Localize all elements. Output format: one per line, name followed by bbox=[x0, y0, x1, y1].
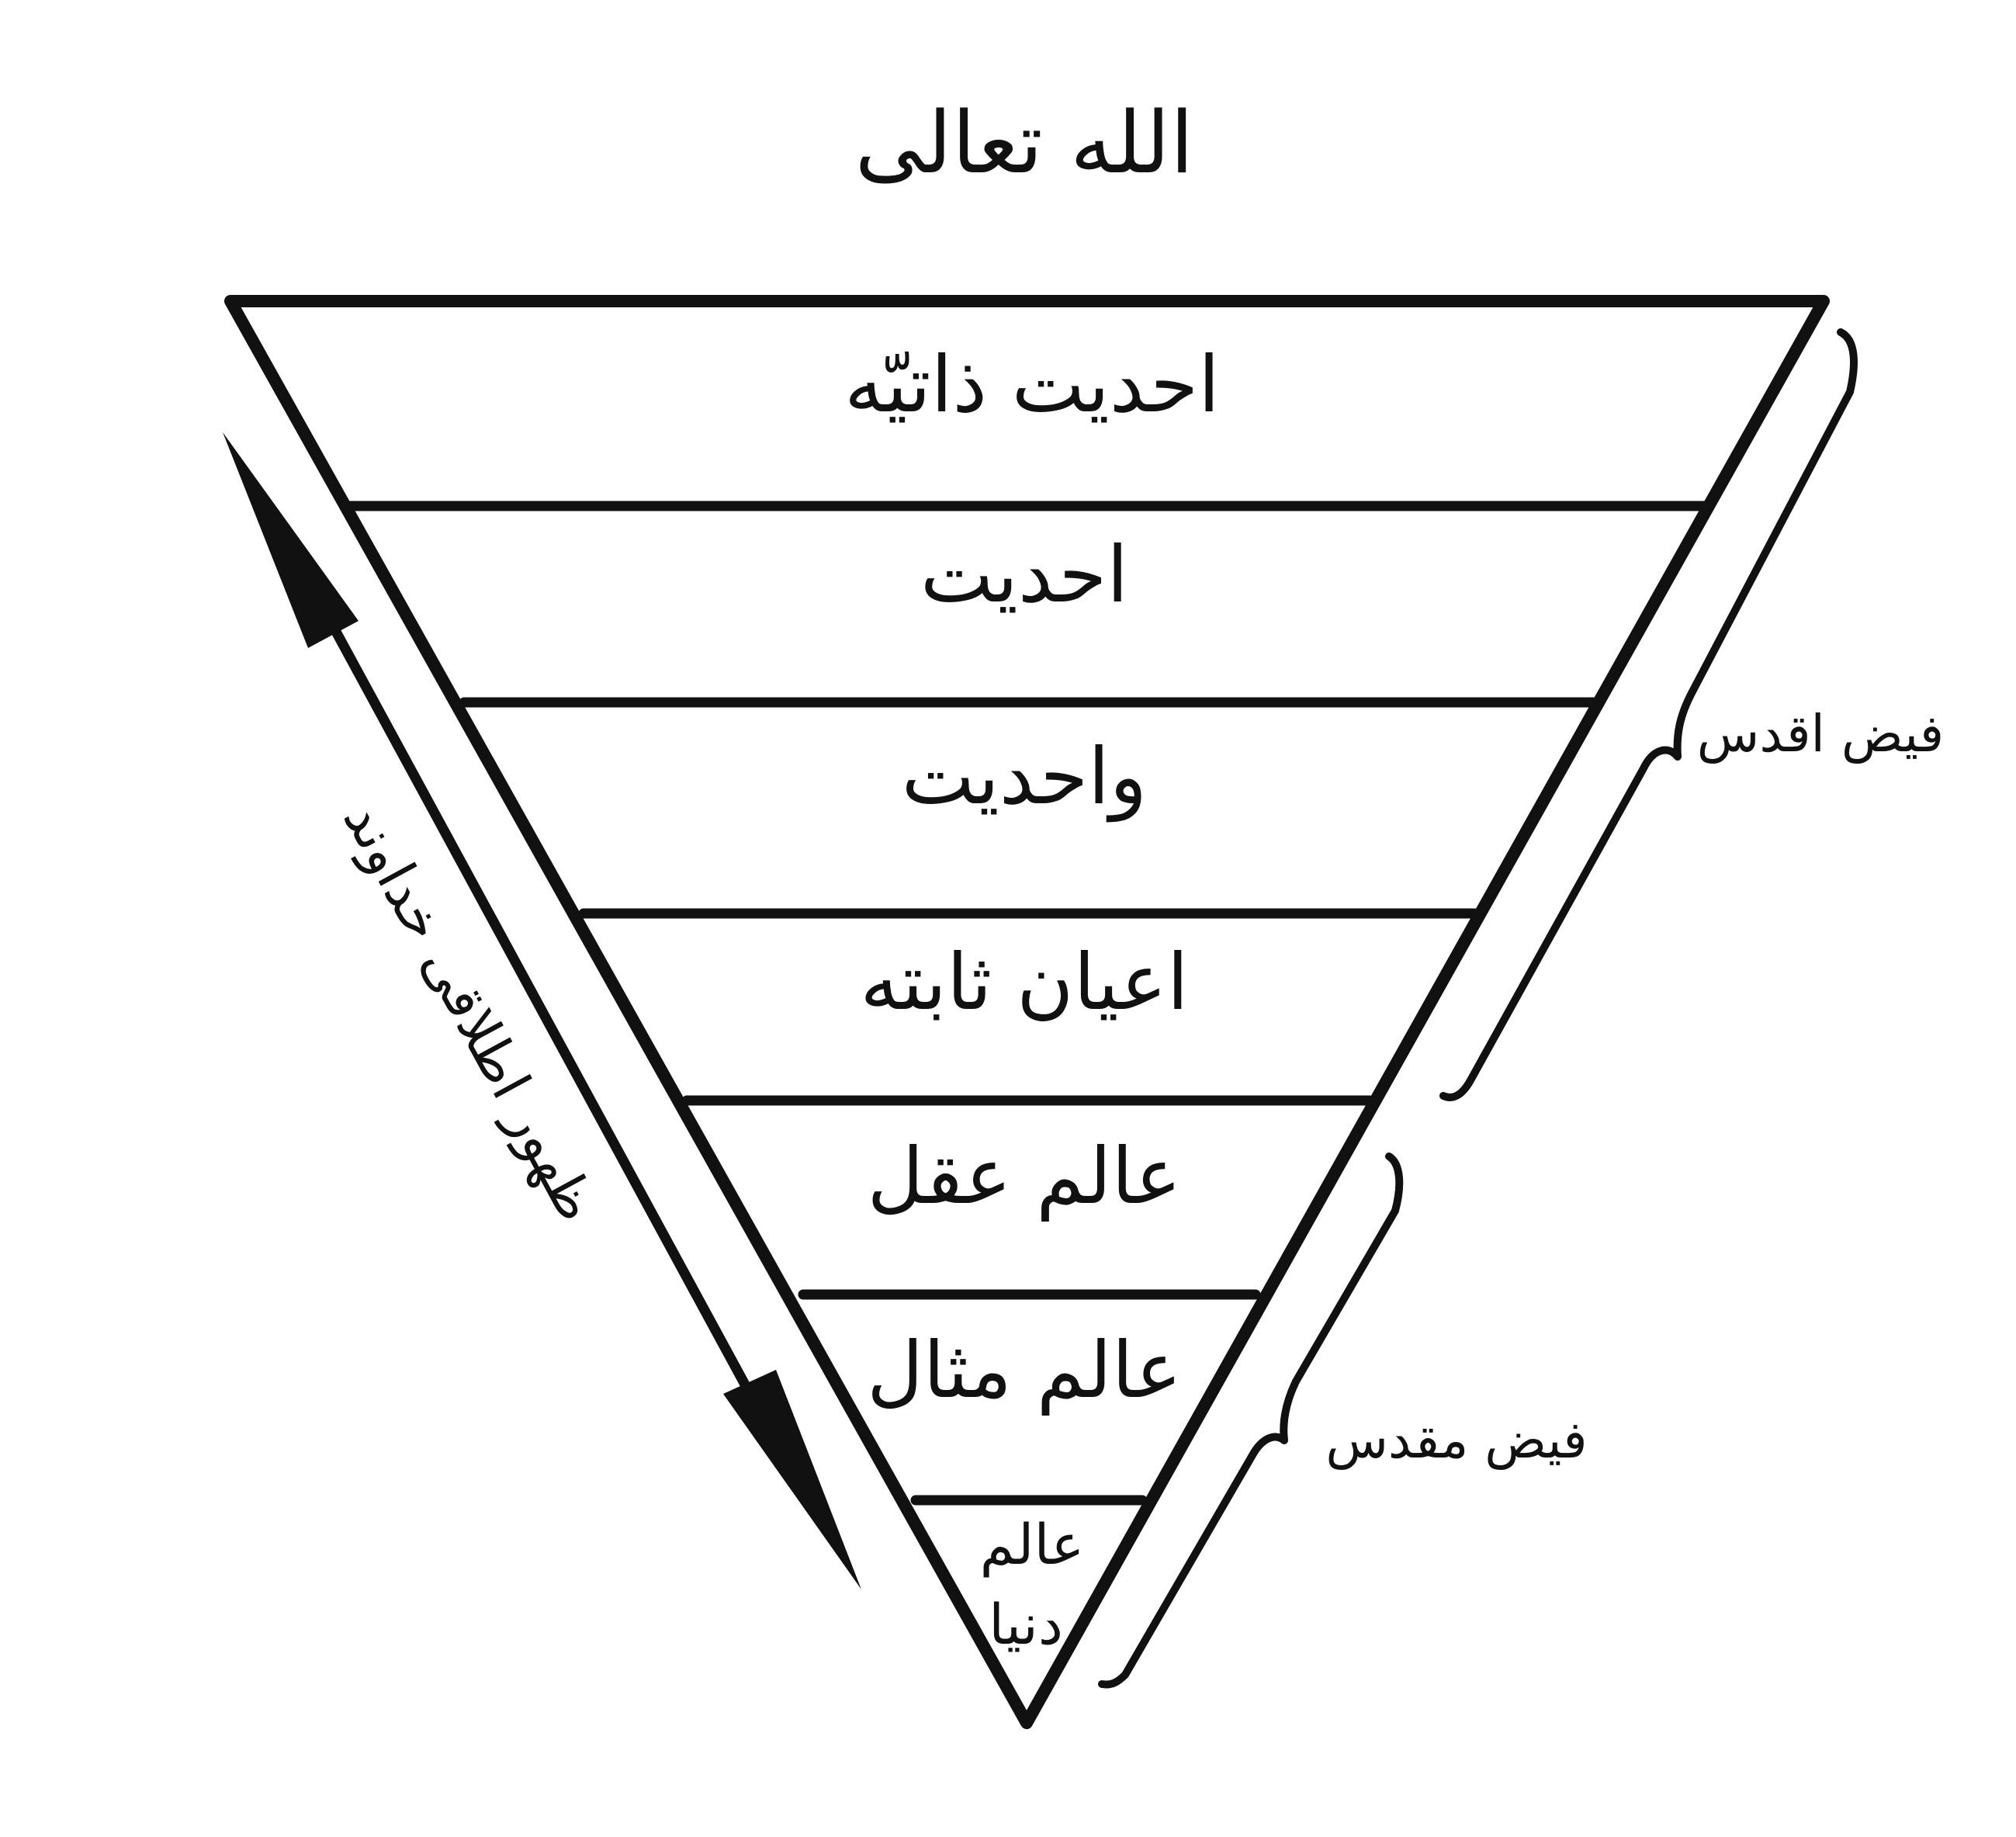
upper-brace-group: فیض اقدس bbox=[1439, 328, 1944, 1101]
lower-brace-label: فیض مقدس bbox=[1325, 1410, 1587, 1471]
emanation-arrow: ظهور اطلاقی خداوند bbox=[223, 432, 861, 1589]
arrow-head-down bbox=[723, 1370, 861, 1589]
level-label-2: احدیت bbox=[920, 529, 1128, 620]
level-label-6: عالم مثال bbox=[867, 1325, 1182, 1416]
lower-brace-group: فیض مقدس bbox=[1098, 1152, 1588, 1689]
level-label-5: عالم عقل bbox=[868, 1131, 1182, 1222]
level-labels: احدیت ذاتیّه احدیت واحدیت اعیان ثابته عا… bbox=[844, 339, 1220, 1657]
upper-brace-label: فیض اقدس bbox=[1697, 704, 1944, 764]
level-label-3: واحدیت bbox=[902, 731, 1147, 823]
upper-brace bbox=[1439, 328, 1858, 1101]
lower-brace bbox=[1098, 1152, 1404, 1689]
level-dividers bbox=[344, 501, 1715, 1506]
level-label-7-line1: عالم bbox=[980, 1512, 1085, 1578]
level-label-4: اعیان ثابته bbox=[860, 937, 1188, 1028]
arrow-label: ظهور اطلاقی خداوند bbox=[331, 792, 610, 1232]
arrow-head-up bbox=[223, 432, 359, 648]
arrow-shaft bbox=[320, 608, 770, 1426]
inverted-triangle bbox=[224, 295, 1830, 1729]
diagram-title: الله تعالی bbox=[855, 93, 1194, 192]
level-label-1: احدیت ذاتیّه bbox=[844, 339, 1220, 430]
level-label-7-line2: دنیا bbox=[989, 1592, 1063, 1657]
